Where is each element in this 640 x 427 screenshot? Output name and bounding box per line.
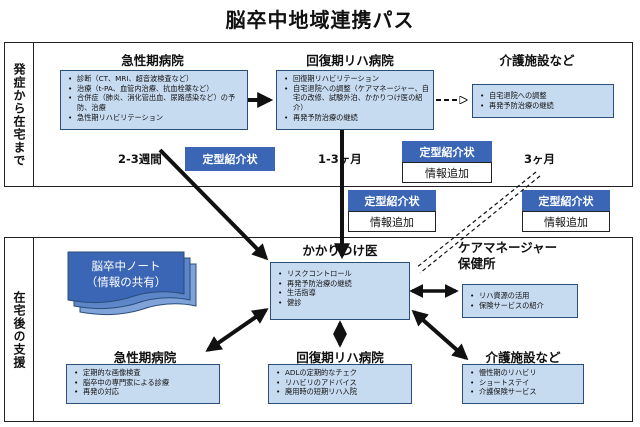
info-added-4: 情報追加	[522, 211, 610, 232]
period-1-3-months: 1-3ヶ月	[318, 152, 362, 166]
referral-tag-4: 定型紹介状	[522, 190, 610, 211]
notebook-label: 脳卒中ノート （情報の共有）	[85, 259, 167, 290]
list-item: ADLの定期的なチェク	[276, 368, 407, 378]
list-item: 再発の対応	[74, 387, 215, 397]
list-item: ショートステイ	[470, 378, 579, 388]
top-care-heading: 介護施設など	[499, 53, 575, 68]
caremanager-box: リハ資源の活用 保険サービスの紹介	[462, 284, 578, 318]
list-item: 保険サービスの紹介	[470, 301, 573, 311]
top-acute-box: 診断（CT、MRI、超音波検査など） 治療（t-PA、血管内治療、抗血栓薬など）…	[60, 70, 248, 130]
top-rehab-heading: 回復期リハ病院	[306, 53, 394, 68]
info-added-2: 情報追加	[402, 162, 492, 183]
bottom-care-box: 慢性期のリハビリ ショートステイ 介護保険サービス	[462, 364, 584, 404]
bottom-rehab-heading: 回復期リハ病院	[296, 350, 384, 365]
top-side-label: 発症から在宅まで	[4, 42, 34, 187]
info-added-3: 情報追加	[348, 211, 436, 232]
bottom-acute-heading: 急性期病院	[113, 350, 177, 365]
list-item: 慢性期のリハビリ	[470, 368, 579, 378]
top-side-label-text: 発症から在宅まで	[12, 62, 26, 167]
top-acute-heading: 急性期病院	[121, 53, 184, 68]
bottom-acute-box: 定期的な画像検査 脳卒中の専門家による診療 再発の対応	[66, 364, 220, 404]
bottom-rehab-box: ADLの定期的なチェク リハビリのアドバイス 廃用時の短期リハ入院	[268, 364, 412, 404]
top-care-box: 自宅退院への調整 再発予防治療の継続	[472, 84, 614, 118]
bottom-side-label-text: 在宅後の支援	[12, 290, 26, 369]
gp-box: リスクコントロール 再発予防治療の継続 生活指導 健診	[270, 262, 410, 320]
list-item: 健診	[278, 298, 405, 308]
page-title: 脳卒中地域連携パス	[225, 8, 415, 32]
list-item: 回復期リハビリテーション	[284, 74, 429, 84]
list-item: 合併症（肺炎、消化管出血、尿路感染など）の予防、治療	[68, 93, 243, 112]
top-rehab-box: 回復期リハビリテーション 自宅退院への調整（ケアマネージャー、自宅の改修、試験外…	[276, 70, 434, 130]
list-item: 急性期リハビリテーション	[68, 113, 243, 123]
list-item: 再発予防治療の継続	[284, 113, 429, 123]
period-3-months: 3ヶ月	[524, 152, 556, 166]
list-item: 脳卒中の専門家による診療	[74, 378, 215, 388]
referral-tag-1: 定型紹介状	[185, 147, 275, 171]
list-item: 再発予防治療の継続	[480, 101, 609, 111]
list-item: リハビリのアドバイス	[276, 378, 407, 388]
caremanager-heading: ケアマネージャー 保健所	[458, 240, 558, 272]
list-item: 治療（t-PA、血管内治療、抗血栓薬など）	[68, 84, 243, 94]
list-item: 再発予防治療の継続	[278, 279, 405, 289]
bottom-care-heading: 介護施設など	[485, 350, 561, 365]
referral-tag-2: 定型紹介状	[402, 141, 492, 162]
referral-tag-3: 定型紹介状	[348, 190, 436, 211]
period-2-3-weeks: 2-3週間	[118, 152, 162, 166]
list-item: 生活指導	[278, 288, 405, 298]
list-item: リハ資源の活用	[470, 291, 573, 301]
bottom-side-label: 在宅後の支援	[4, 237, 34, 422]
list-item: 自宅退院への調整	[480, 91, 609, 101]
list-item: 廃用時の短期リハ入院	[276, 387, 407, 397]
gp-heading: かかりつけ医	[302, 243, 378, 258]
list-item: 定期的な画像検査	[74, 368, 215, 378]
list-item: 介護保険サービス	[470, 387, 579, 397]
list-item: 自宅退院への調整（ケアマネージャー、自宅の改修、試験外泊、かかりつけ医の紹介）	[284, 84, 429, 113]
list-item: 診断（CT、MRI、超音波検査など）	[68, 74, 243, 84]
list-item: リスクコントロール	[278, 269, 405, 279]
